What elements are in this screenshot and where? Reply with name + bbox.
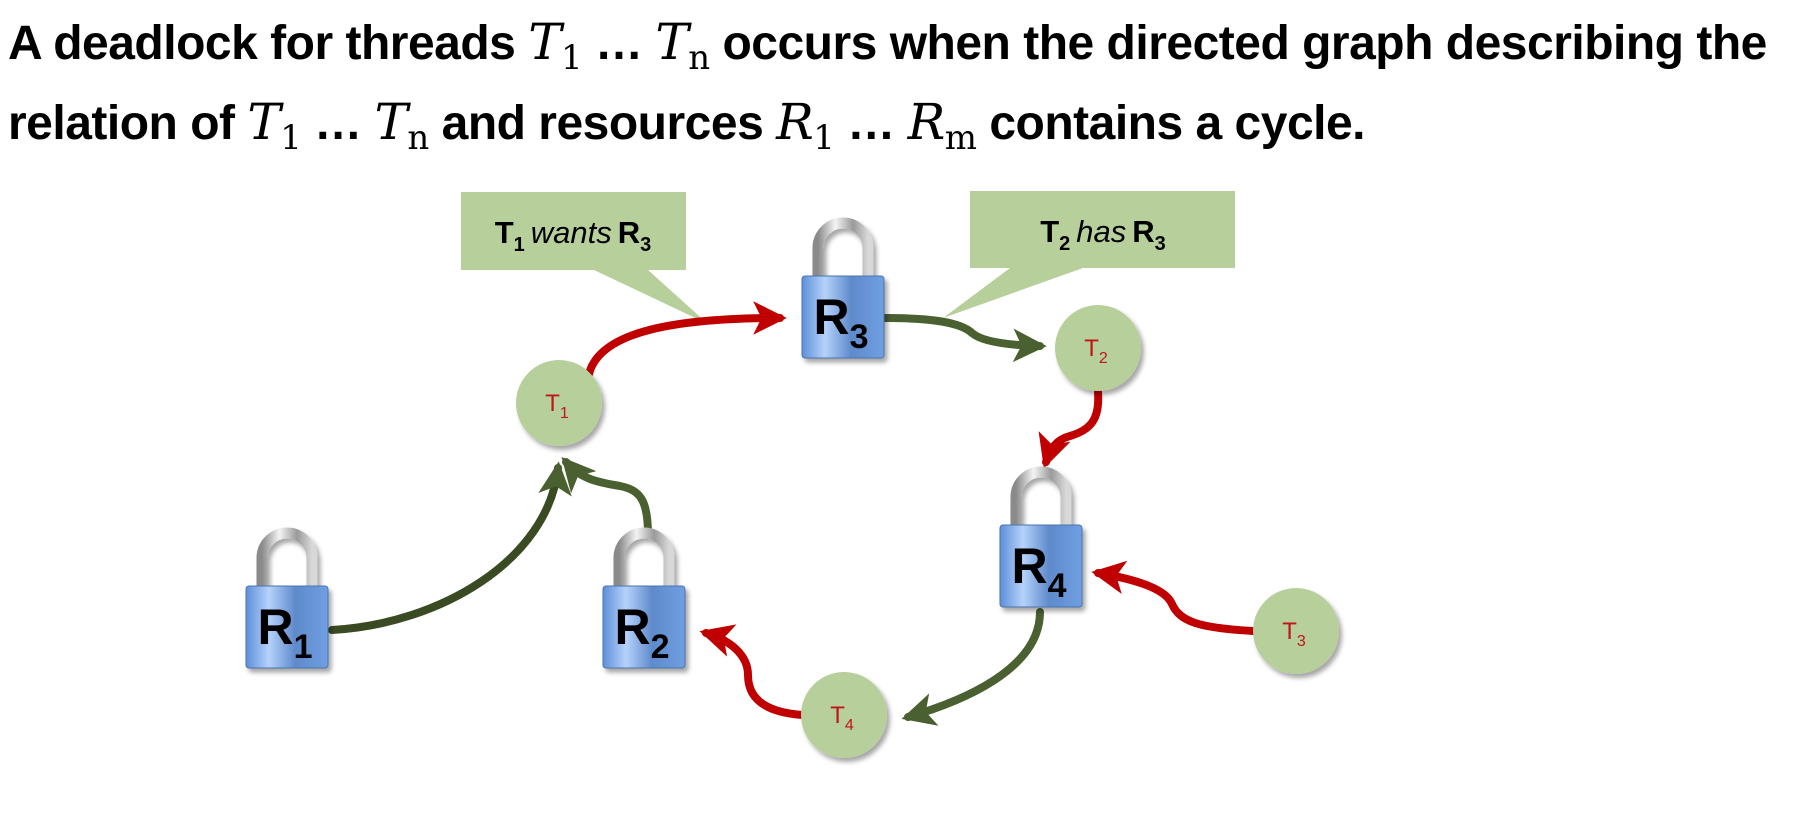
math-r1: R1 [776, 93, 835, 158]
lock-shackle-icon [613, 527, 675, 588]
thread-t3: T3 [1253, 588, 1339, 674]
lock-body-icon [801, 275, 885, 359]
thread-label: T3 [1282, 618, 1306, 650]
resource-label: R4 [1011, 538, 1066, 605]
title-text: A deadlock for threads [8, 17, 529, 70]
resource-label: R1 [257, 599, 312, 666]
title-line-1: A deadlock for threads T1 … Tn occurs wh… [8, 10, 1813, 90]
thread-t2: T2 [1055, 305, 1141, 391]
lock-r2: R2 [602, 527, 686, 669]
title-line-2: relation of T1 … Tn and resources R1 … R… [8, 90, 1813, 170]
lock-shackle-icon [1010, 466, 1072, 527]
thread-node [1055, 305, 1141, 391]
title-text: relation of [8, 97, 248, 150]
callout-bubble [461, 192, 708, 324]
edge-t2-wants-r4 [1038, 388, 1103, 469]
lock-r3: R3 [801, 217, 885, 359]
edge-r1-has-t1 [328, 461, 572, 634]
lock-r1: R1 [245, 527, 329, 669]
callout-bubble [943, 191, 1235, 318]
edge-r2-has-t1 [561, 456, 652, 539]
thread-node [516, 360, 602, 446]
lock-shackle-icon [256, 527, 318, 588]
edge-t4-wants-r2 [699, 624, 807, 719]
ellipsis: … [834, 97, 908, 150]
title-text: contains a cycle. [976, 97, 1366, 150]
lock-body-icon [999, 524, 1083, 608]
ellipsis: … [582, 17, 656, 70]
thread-t1: T1 [516, 360, 602, 446]
thread-label: T1 [545, 390, 569, 422]
math-t1: T1 [528, 13, 583, 78]
lock-r4: R4 [999, 466, 1083, 608]
math-tn: Tn [374, 93, 430, 158]
math-rm: Rm [907, 93, 977, 158]
math-t1: T1 [247, 93, 302, 158]
edge-r4-has-t4 [901, 608, 1044, 726]
thread-node [1253, 588, 1339, 674]
title-text: occurs when the directed graph describin… [709, 17, 1767, 70]
edge-t3-wants-r4 [1091, 560, 1257, 635]
thread-label: T4 [830, 702, 854, 734]
ellipsis: … [301, 97, 375, 150]
thread-label: T2 [1084, 335, 1108, 367]
resource-label: R2 [614, 599, 669, 666]
thread-node [801, 672, 887, 758]
resource-label: R3 [813, 289, 868, 356]
edge-r3-has-t2 [881, 314, 1047, 363]
lock-shackle-icon [812, 217, 874, 278]
edge-t1-wants-r3 [585, 301, 787, 378]
math-tn: Tn [655, 13, 710, 78]
thread-t4: T4 [801, 672, 887, 758]
slide-title: A deadlock for threads T1 … Tn occurs wh… [8, 10, 1813, 170]
title-text: and resources [428, 97, 777, 150]
edges [328, 301, 1257, 726]
lock-body-icon [245, 585, 329, 669]
lock-body-icon [602, 585, 686, 669]
